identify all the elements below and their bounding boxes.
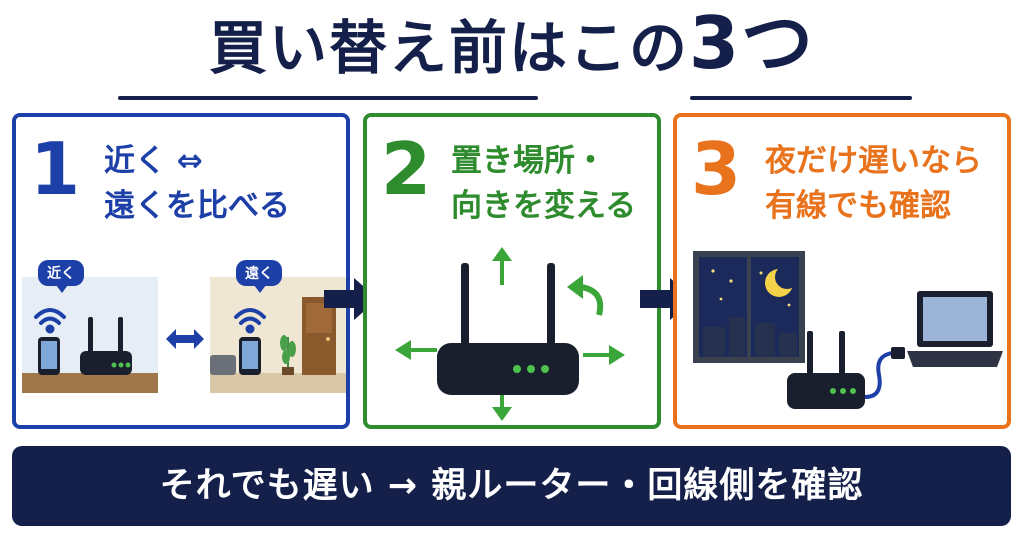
sofa-icon xyxy=(210,355,236,375)
router-icon xyxy=(787,331,865,409)
double-arrow-icon xyxy=(166,329,204,349)
wifi-icon-far xyxy=(234,308,266,334)
page-title: 買い替え前はこの3つ xyxy=(0,4,1024,87)
title-underline-left xyxy=(118,96,538,100)
title-number: 3つ xyxy=(688,1,816,85)
direction-arrow-icon xyxy=(395,247,625,421)
laptop-icon xyxy=(907,291,1003,367)
step-text-2: 置き場所・ 向きを変える xyxy=(451,143,637,224)
lan-cable-icon xyxy=(864,347,905,399)
step-number-2: 2 xyxy=(381,127,432,211)
title-main: 買い替え前はこの xyxy=(208,14,689,82)
door-icon xyxy=(302,297,336,375)
step-number-1: 1 xyxy=(30,127,81,211)
smartphone-icon-far xyxy=(239,337,261,375)
near-label-bubble: 近く xyxy=(38,260,84,293)
night-scene xyxy=(693,251,1003,409)
step-text-3: 夜だけ遅いなら 有線でも確認 xyxy=(765,143,982,224)
rotate-arrow-icon xyxy=(567,275,604,316)
step-panel-2: 2 置き場所・ 向きを変える xyxy=(363,113,661,429)
step-text-1: 近く ⇔ 遠くを比べる xyxy=(104,143,290,224)
far-label-bubble: 遠く xyxy=(236,260,282,293)
title-underline-right xyxy=(690,96,912,100)
wifi-icon xyxy=(34,308,66,334)
near-scene xyxy=(22,277,158,393)
plant-icon xyxy=(280,335,296,375)
router-direction-scene xyxy=(395,247,625,421)
router-icon xyxy=(80,317,132,375)
step-panel-1: 1 近く ⇔ 遠くを比べる 近く xyxy=(12,113,350,429)
step-panel-3: 3 夜だけ遅いなら 有線でも確認 xyxy=(673,113,1011,429)
bottom-summary-text: それでも遅い → 親ルーター・回線側を確認 xyxy=(159,466,864,506)
step-number-3: 3 xyxy=(691,127,742,211)
router-icon xyxy=(437,263,579,395)
moon-icon xyxy=(765,265,799,297)
smartphone-icon xyxy=(38,337,60,375)
far-scene xyxy=(210,277,346,393)
bottom-summary-bar: それでも遅い → 親ルーター・回線側を確認 xyxy=(12,446,1011,526)
